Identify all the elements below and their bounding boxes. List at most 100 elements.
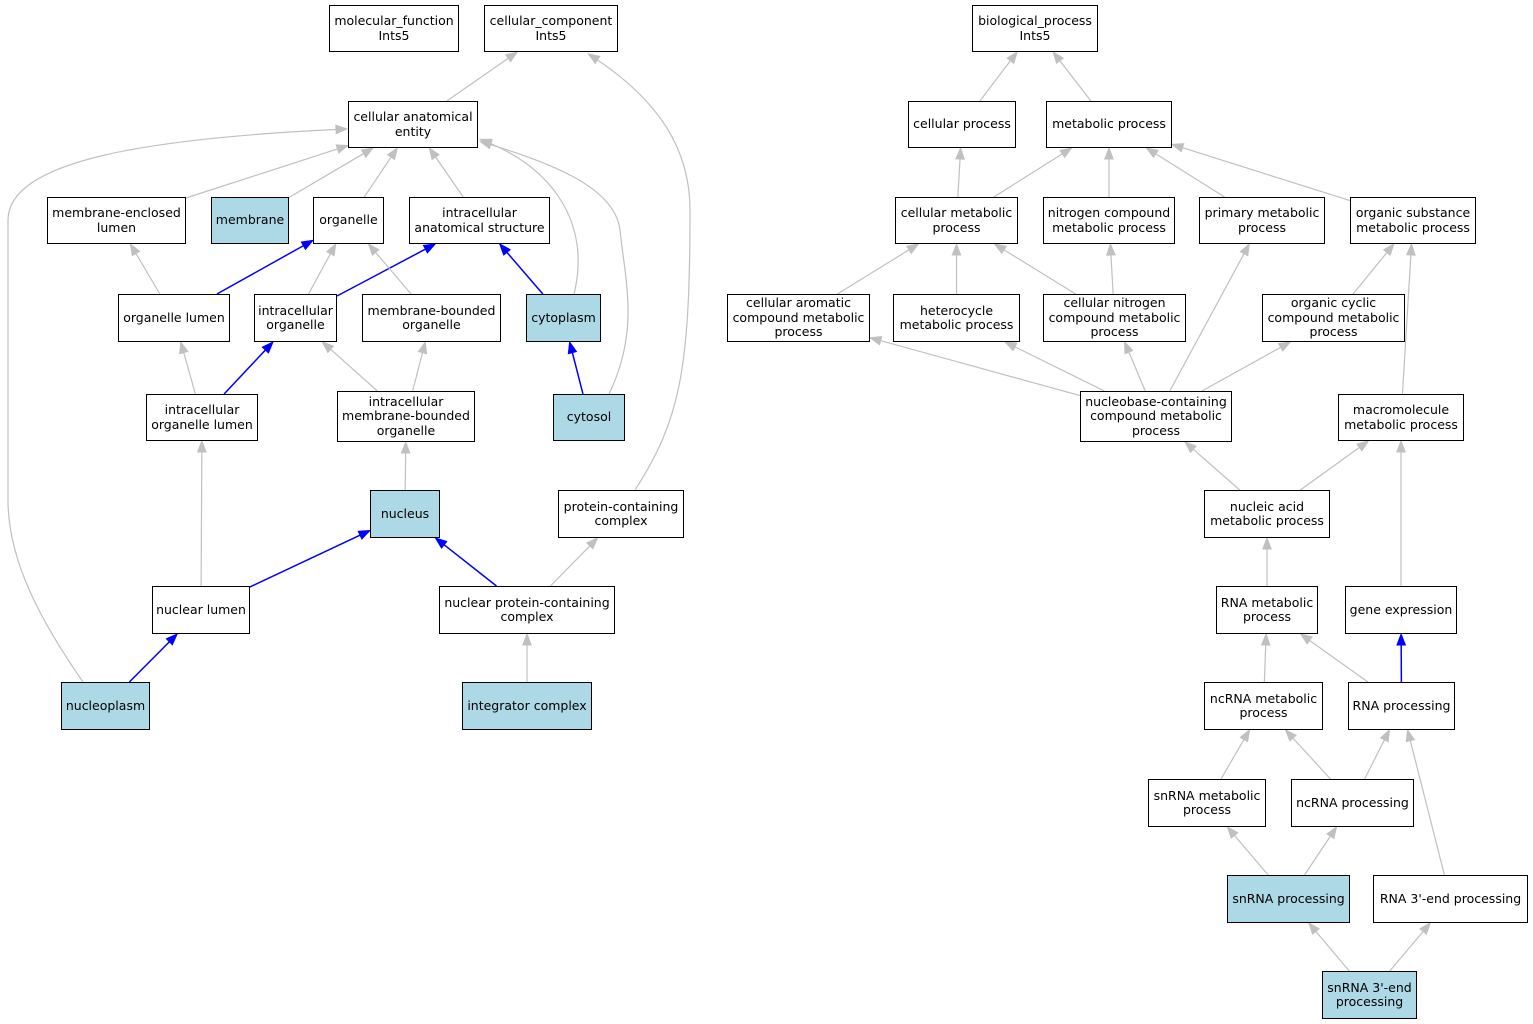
node-label-line: organic substance xyxy=(1355,205,1471,220)
edge-nucleobase-containing-compound-metabolic-process-to-cellular-aromatic-compound-metabolic-process xyxy=(878,339,1081,397)
node-label-line: intracellular xyxy=(164,402,240,417)
edge-nucleobase-containing-compound-metabolic-process-to-heterocycle-metabolic-process-arrowhead xyxy=(1003,341,1018,352)
edge-cellular-nitrogen-compound-metabolic-process-to-nitrogen-compound-metabolic-process-arrowhead xyxy=(1106,242,1116,256)
edge-nuclear-lumen-to-nucleus xyxy=(249,533,363,588)
node-label-line: ncRNA processing xyxy=(1296,794,1409,810)
node-label-line: metabolic process xyxy=(1344,416,1458,432)
node-rna-3-end-processing[interactable]: RNA 3'-end processing xyxy=(1373,875,1528,923)
node-label-line: organelle lumen xyxy=(123,309,225,325)
node-metabolic-process[interactable]: metabolic process xyxy=(1046,101,1172,148)
edge-membrane-to-cellular-anatomical-entity xyxy=(288,152,366,199)
edge-organelle-lumen-to-organelle-arrowhead xyxy=(300,239,315,251)
edge-nucleoplasm-to-nuclear-lumen xyxy=(128,639,172,683)
edge-organic-substance-metabolic-process-to-metabolic-process xyxy=(1180,146,1351,202)
node-nuclear-lumen[interactable]: nuclear lumen xyxy=(152,586,250,634)
node-rna-processing[interactable]: RNA processing xyxy=(1348,682,1455,730)
node-cellular-process[interactable]: cellular process xyxy=(908,101,1016,148)
node-label-line: organic cyclic xyxy=(1290,295,1377,311)
node-label-line: ncRNA metabolic xyxy=(1209,690,1318,706)
node-label-line: snRNA metabolic xyxy=(1153,787,1261,803)
edge-rna-processing-to-rna-metabolic-process xyxy=(1307,638,1369,683)
node-label-line: membrane xyxy=(215,212,285,228)
node-membrane[interactable]: membrane xyxy=(211,197,289,244)
edge-macromolecule-metabolic-process-to-organic-substance-metabolic-process xyxy=(1401,252,1412,395)
edge-intracellular-organelle-to-intracellular-anatomical-structure-arrowhead xyxy=(422,243,437,254)
node-nucleus[interactable]: nucleus xyxy=(370,490,440,538)
node-nucleoplasm[interactable]: nucleoplasm xyxy=(61,682,150,730)
edge-membrane-bounded-organelle-to-organelle-arrowhead xyxy=(367,242,380,256)
edge-cellular-nitrogen-compound-metabolic-process-to-cellular-metabolic-process xyxy=(1001,248,1076,295)
node-label-line: integrator complex xyxy=(467,697,587,713)
node-label-line: cellular anatomical xyxy=(353,109,473,124)
node-label-line: membrane-bounded xyxy=(342,408,470,424)
node-label-line: process xyxy=(1309,324,1358,340)
node-snrna-processing[interactable]: snRNA processing xyxy=(1227,875,1350,923)
node-cytoplasm[interactable]: cytoplasm xyxy=(526,294,601,342)
edge-cytoplasm-to-intracellular-anatomical-structure-arrowhead xyxy=(498,242,511,256)
edge-cellular-process-to-biological-process xyxy=(979,58,1013,102)
edge-nitrogen-compound-metabolic-process-to-metabolic-process-arrowhead xyxy=(1104,146,1114,160)
edge-heterocycle-metabolic-process-to-cellular-metabolic-process-arrowhead xyxy=(951,242,962,256)
edge-primary-metabolic-process-to-metabolic-process-arrowhead xyxy=(1145,147,1159,159)
node-ncrna-processing[interactable]: ncRNA processing xyxy=(1291,779,1414,827)
node-organelle-lumen[interactable]: organelle lumen xyxy=(118,294,230,342)
node-label-line: process xyxy=(774,324,823,340)
node-label-line: RNA metabolic xyxy=(1220,594,1314,610)
node-label-line: nucleoplasm xyxy=(65,697,146,713)
node-label-line: organelle xyxy=(402,317,461,332)
node-label-line: snRNA processing xyxy=(1232,890,1345,906)
node-label-line: organelle xyxy=(319,212,378,228)
node-label-line: cellular metabolic xyxy=(900,205,1013,220)
node-label-line: lumen xyxy=(96,219,137,235)
edge-membrane-enclosed-lumen-to-cellular-anatomical-entity-arrowhead xyxy=(335,144,350,154)
node-integrator-complex[interactable]: integrator complex xyxy=(462,682,592,730)
edge-cellular-nitrogen-compound-metabolic-process-to-cellular-metabolic-process-arrowhead xyxy=(993,243,1007,255)
edge-nuclear-lumen-to-intracellular-organelle-lumen xyxy=(200,449,203,587)
edge-cytoplasm-to-intracellular-anatomical-structure xyxy=(505,250,544,295)
node-label-line: process xyxy=(1182,802,1232,817)
edge-ncrna-processing-to-rna-processing xyxy=(1364,737,1386,780)
node-label-line: compound metabolic xyxy=(1090,408,1222,424)
edge-nucleobase-containing-compound-metabolic-process-to-cellular-nitrogen-compound-metabolic-process-arrowhead xyxy=(1124,340,1134,355)
edge-intracellular-organelle-to-organelle xyxy=(308,251,332,295)
edge-cellular-aromatic-compound-metabolic-process-to-cellular-metabolic-process-arrowhead xyxy=(906,243,920,255)
node-label-line: metabolic process xyxy=(1052,219,1166,235)
node-gene-expression[interactable]: gene expression xyxy=(1345,586,1457,634)
edge-cytosol-to-cellular-anatomical-entity xyxy=(481,141,629,395)
edge-cellular-metabolic-process-to-cellular-process-arrowhead xyxy=(955,146,965,160)
node-organelle[interactable]: organelle xyxy=(313,197,384,244)
edge-nucleobase-containing-compound-metabolic-process-to-heterocycle-metabolic-process xyxy=(1012,345,1105,392)
edge-cellular-metabolic-process-to-cellular-process xyxy=(957,156,961,198)
node-label-line: intracellular xyxy=(258,302,333,318)
node-cytosol[interactable]: cytosol xyxy=(553,394,625,441)
edge-organelle-lumen-to-membrane-enclosed-lumen-arrowhead xyxy=(129,242,141,257)
edge-snrna-metabolic-process-to-ncrna-metabolic-process xyxy=(1220,737,1246,780)
